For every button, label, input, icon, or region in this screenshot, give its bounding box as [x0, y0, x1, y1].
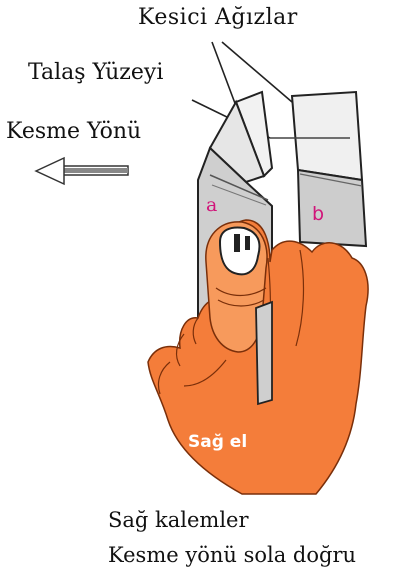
right-hand-label: Sağ el [188, 432, 248, 452]
direction-arrow [34, 156, 129, 186]
cutting-edges-label: Kesici Ağızlar [138, 5, 298, 30]
tool-b-label: b [312, 203, 325, 225]
tool-a-label: a [206, 194, 218, 216]
leader-cutting-edges-right [221, 41, 293, 103]
caption-line-2: Kesme yönü sola doğru [108, 543, 357, 567]
tool-b [270, 90, 368, 248]
leader-cutting-edges-left [211, 41, 237, 107]
rake-face-label: Talaş Yüzeyi [28, 60, 164, 85]
cutting-direction-label: Kesme Yönü [6, 119, 142, 144]
caption-line-1: Sağ kalemler [108, 508, 249, 532]
tool-a-shank [255, 300, 273, 406]
